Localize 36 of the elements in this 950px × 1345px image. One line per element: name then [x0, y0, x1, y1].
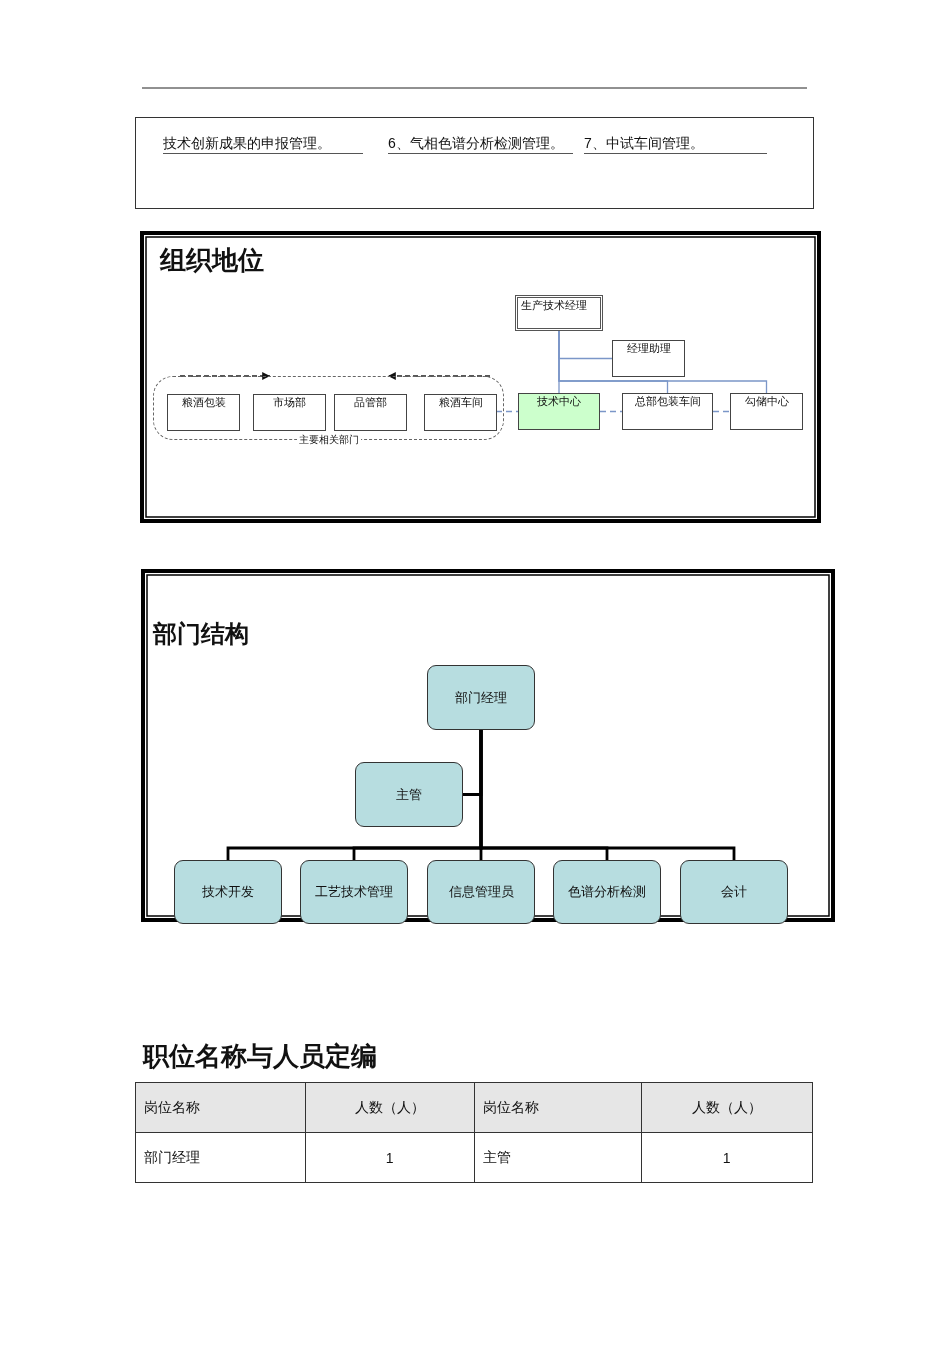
- header-cell: 岗位名称: [475, 1082, 642, 1133]
- section-title: 职位名称与人员定编: [143, 1040, 377, 1073]
- duty-text: 7、中试车间管理。: [584, 135, 767, 154]
- duty-text: 技术创新成果的申报管理。: [163, 135, 363, 154]
- org-box: 色谱分析检测: [553, 860, 661, 924]
- section-title: 组织地位: [160, 244, 264, 277]
- org-box: 工艺技术管理: [300, 860, 408, 924]
- connector-line: [479, 730, 736, 860]
- duty-text: 6、气相色谱分析检测管理。: [388, 135, 573, 154]
- department-box: 经理助理: [612, 340, 685, 377]
- org-box: 信息管理员: [427, 860, 535, 924]
- department-box: 技术中心: [518, 393, 600, 430]
- header-cell: 岗位名称: [135, 1082, 306, 1133]
- connector-line: [712, 410, 731, 413]
- connector-line: [558, 330, 768, 394]
- table-cell: 部门经理: [135, 1132, 306, 1183]
- department-box: 品管部: [334, 394, 407, 431]
- department-box: 市场部: [253, 394, 326, 431]
- header-cell: 人数（人）: [305, 1082, 475, 1133]
- org-box: 部门经理: [427, 665, 535, 730]
- section-title: 部门结构: [153, 619, 249, 649]
- department-box: 总部包装车间: [622, 393, 713, 430]
- table-cell: 1: [641, 1132, 813, 1183]
- department-box: 粮酒车间: [424, 394, 497, 431]
- org-box: 主管: [355, 762, 463, 827]
- connector-line: [599, 410, 623, 413]
- connector-line: [495, 410, 519, 413]
- table-cell: 主管: [475, 1132, 642, 1183]
- department-box: 粮酒包装: [167, 394, 240, 431]
- org-box: 会计: [680, 860, 788, 924]
- department-box: 生产技术经理: [515, 295, 603, 331]
- department-box: 勾储中心: [730, 393, 803, 430]
- header-cell: 人数（人）: [641, 1082, 813, 1133]
- group-caption: 主要相关部门: [296, 434, 361, 446]
- org-box: 技术开发: [174, 860, 282, 924]
- table-cell: 1: [305, 1132, 475, 1183]
